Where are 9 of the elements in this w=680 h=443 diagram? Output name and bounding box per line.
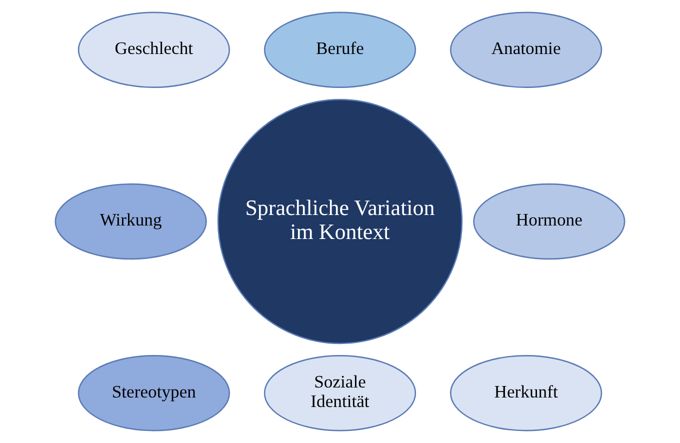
node-ellipse: Berufe — [264, 12, 416, 88]
node-ellipse: Anatomie — [450, 12, 602, 88]
node-ellipse: Soziale Identität — [264, 355, 416, 432]
node-circle: Sprachliche Variation im Kontext — [217, 98, 463, 344]
node-ellipse: Hormone — [473, 183, 626, 260]
node-ellipse: Wirkung — [54, 183, 207, 260]
node-ellipse: Stereotypen — [78, 355, 230, 432]
node-ellipse: Herkunft — [450, 355, 602, 432]
node-ellipse: Geschlecht — [78, 12, 230, 88]
